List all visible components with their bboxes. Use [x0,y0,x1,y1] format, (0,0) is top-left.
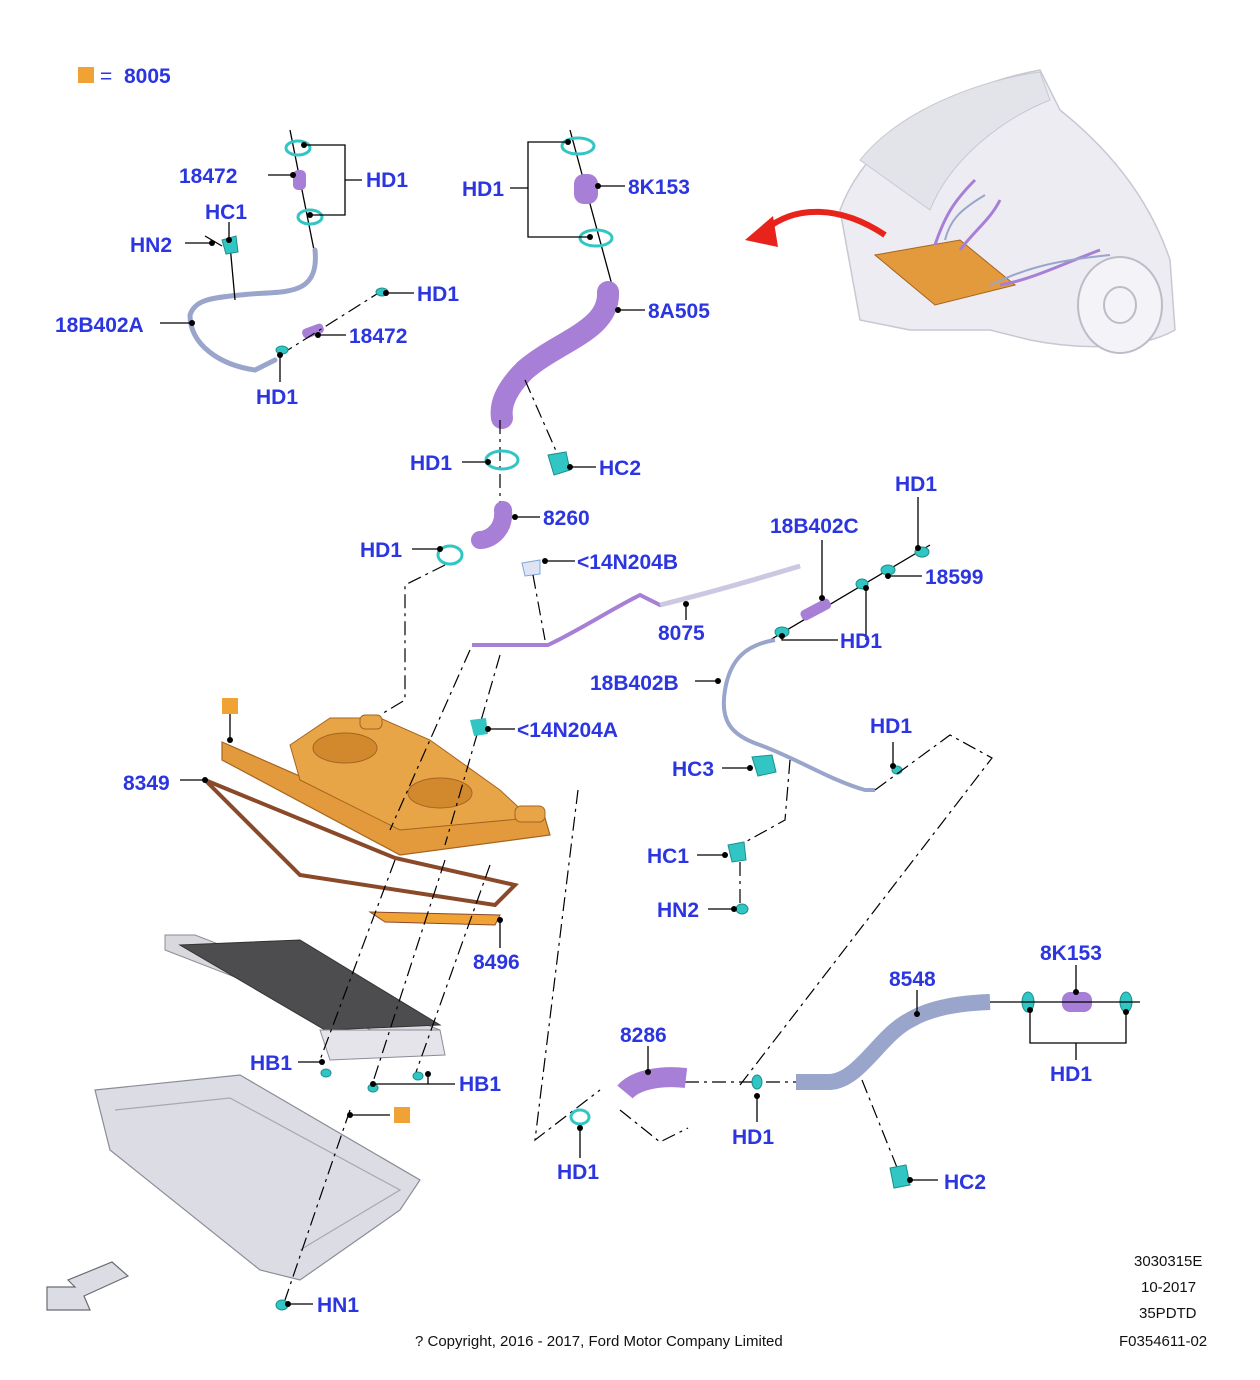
label-hd1-e: HD1 [895,473,937,496]
label-hn2-top: HN2 [130,234,172,257]
hd1-clamp-icon [284,139,312,157]
ref-code-2: 10-2017 [1141,1279,1196,1296]
hc2-clip-icon [547,451,571,476]
hose-8a505 [490,281,619,429]
hb1-clip-icon [412,1071,424,1081]
label-14n204a: <14N204A [517,719,618,742]
ref-code-3: 35PDTD [1139,1305,1197,1322]
hd1-clamp-icon [296,208,324,226]
label-hc1-mid: HC1 [647,845,689,868]
hose-8k153-top [574,174,598,204]
hose-18472-mid [302,323,324,339]
label-hc1-top: HC1 [205,201,247,224]
legend-square [78,67,94,83]
hd1-clamp-icon [751,1074,763,1090]
hose-18b402c [800,598,832,621]
label-8075: 8075 [658,622,705,645]
pipe-8075 [472,558,801,647]
hb1-clip-icon [320,1068,332,1078]
label-18599: 18599 [925,566,983,589]
connector-14n204b [521,559,541,577]
label-hc2-top: HC2 [599,457,641,480]
vehicle-wheel-hub [1103,286,1137,324]
pipe-group-18b402b [695,497,993,1086]
copyright: ? Copyright, 2016 - 2017, Ford Motor Com… [415,1333,783,1350]
label-hc2-bot: HC2 [944,1171,986,1194]
label-hd1-j: HD1 [557,1161,599,1184]
label-18b402a: 18B402A [55,314,144,337]
label-hd1-f: HD1 [840,630,882,653]
label-hd1-clamp: HD1 [462,178,504,201]
label-hn1: HN1 [317,1294,359,1317]
label-18b402b: 18B402B [590,672,679,695]
hd1-clamp-icon [560,136,596,156]
hose-8548 [796,994,991,1090]
inset-pipes [944,194,1111,286]
label-14n204b: <14N204B [577,551,678,574]
label-hd1-top: HD1 [366,169,408,192]
vehicle-hood [859,71,1051,211]
hose-group-8548 [534,789,1140,1189]
label-hc3: HC3 [672,758,714,781]
hose-8286 [617,1067,688,1100]
label-8349: 8349 [123,772,170,795]
hd1-clamp-icon [569,1108,591,1126]
label-hd1-b: HD1 [256,386,298,409]
tank-8349 [180,649,551,948]
legend-equals: = [100,65,112,88]
label-hb1-right: HB1 [459,1073,501,1096]
vehicle-wheel [1077,256,1163,354]
ref-code-1: 3030315E [1134,1253,1202,1270]
vehicle-inset [745,69,1176,354]
hc1-clip-icon [221,235,239,255]
hn2-clip-icon [735,903,749,915]
red-arrow-head [745,216,778,247]
hd1-clamp-icon [484,449,520,471]
orientation-arrow-icon [46,1261,130,1311]
label-8496: 8496 [473,951,520,974]
label-hd1-h: HD1 [1050,1063,1092,1086]
radiator-assembly [94,859,491,1311]
hd1-clamp-icon [436,544,464,566]
label-hd1-i: HD1 [732,1126,774,1149]
label-hn2-mid: HN2 [657,899,699,922]
connector-14n204a [470,718,488,736]
label-8k153-bot: 8K153 [1040,942,1102,965]
hose-8260 [471,501,513,549]
tank-legend-square [222,698,238,714]
shroud-legend-square [394,1107,410,1123]
hc1-clip-icon [727,841,747,863]
hc2-clip-icon [889,1164,911,1189]
gasket-8496 [368,911,501,926]
label-hd1-a: HD1 [417,283,459,306]
legend-code: 8005 [124,65,171,88]
label-8a505: 8A505 [648,300,710,323]
label-8k153-top: 8K153 [628,176,690,199]
label-hd1-g: HD1 [870,715,912,738]
red-arrow [763,208,887,238]
ref-code-4: F0354611-02 [1119,1333,1207,1350]
hose-group-18b402a [160,129,414,382]
hose-18472-top [293,170,306,190]
air-deflector [94,1074,421,1281]
label-hb1-left: HB1 [250,1052,292,1075]
label-8548: 8548 [889,968,936,991]
inset-radiator [873,239,1017,306]
hd1-clamp-icon [578,228,614,248]
label-18472-mid: 18472 [349,325,407,348]
label-8260: 8260 [543,507,590,530]
legend: = 8005 [78,65,171,88]
label-8286: 8286 [620,1024,667,1047]
hose-group-8a505 [379,129,645,716]
label-hd1-c: HD1 [410,452,452,475]
label-18472-top: 18472 [179,165,237,188]
pipe-18b402a [187,247,318,373]
inset-hoses [933,178,1101,287]
label-hd1-d: HD1 [360,539,402,562]
label-18b402c: 18B402C [770,515,859,538]
hc3-clip-icon [751,754,777,777]
